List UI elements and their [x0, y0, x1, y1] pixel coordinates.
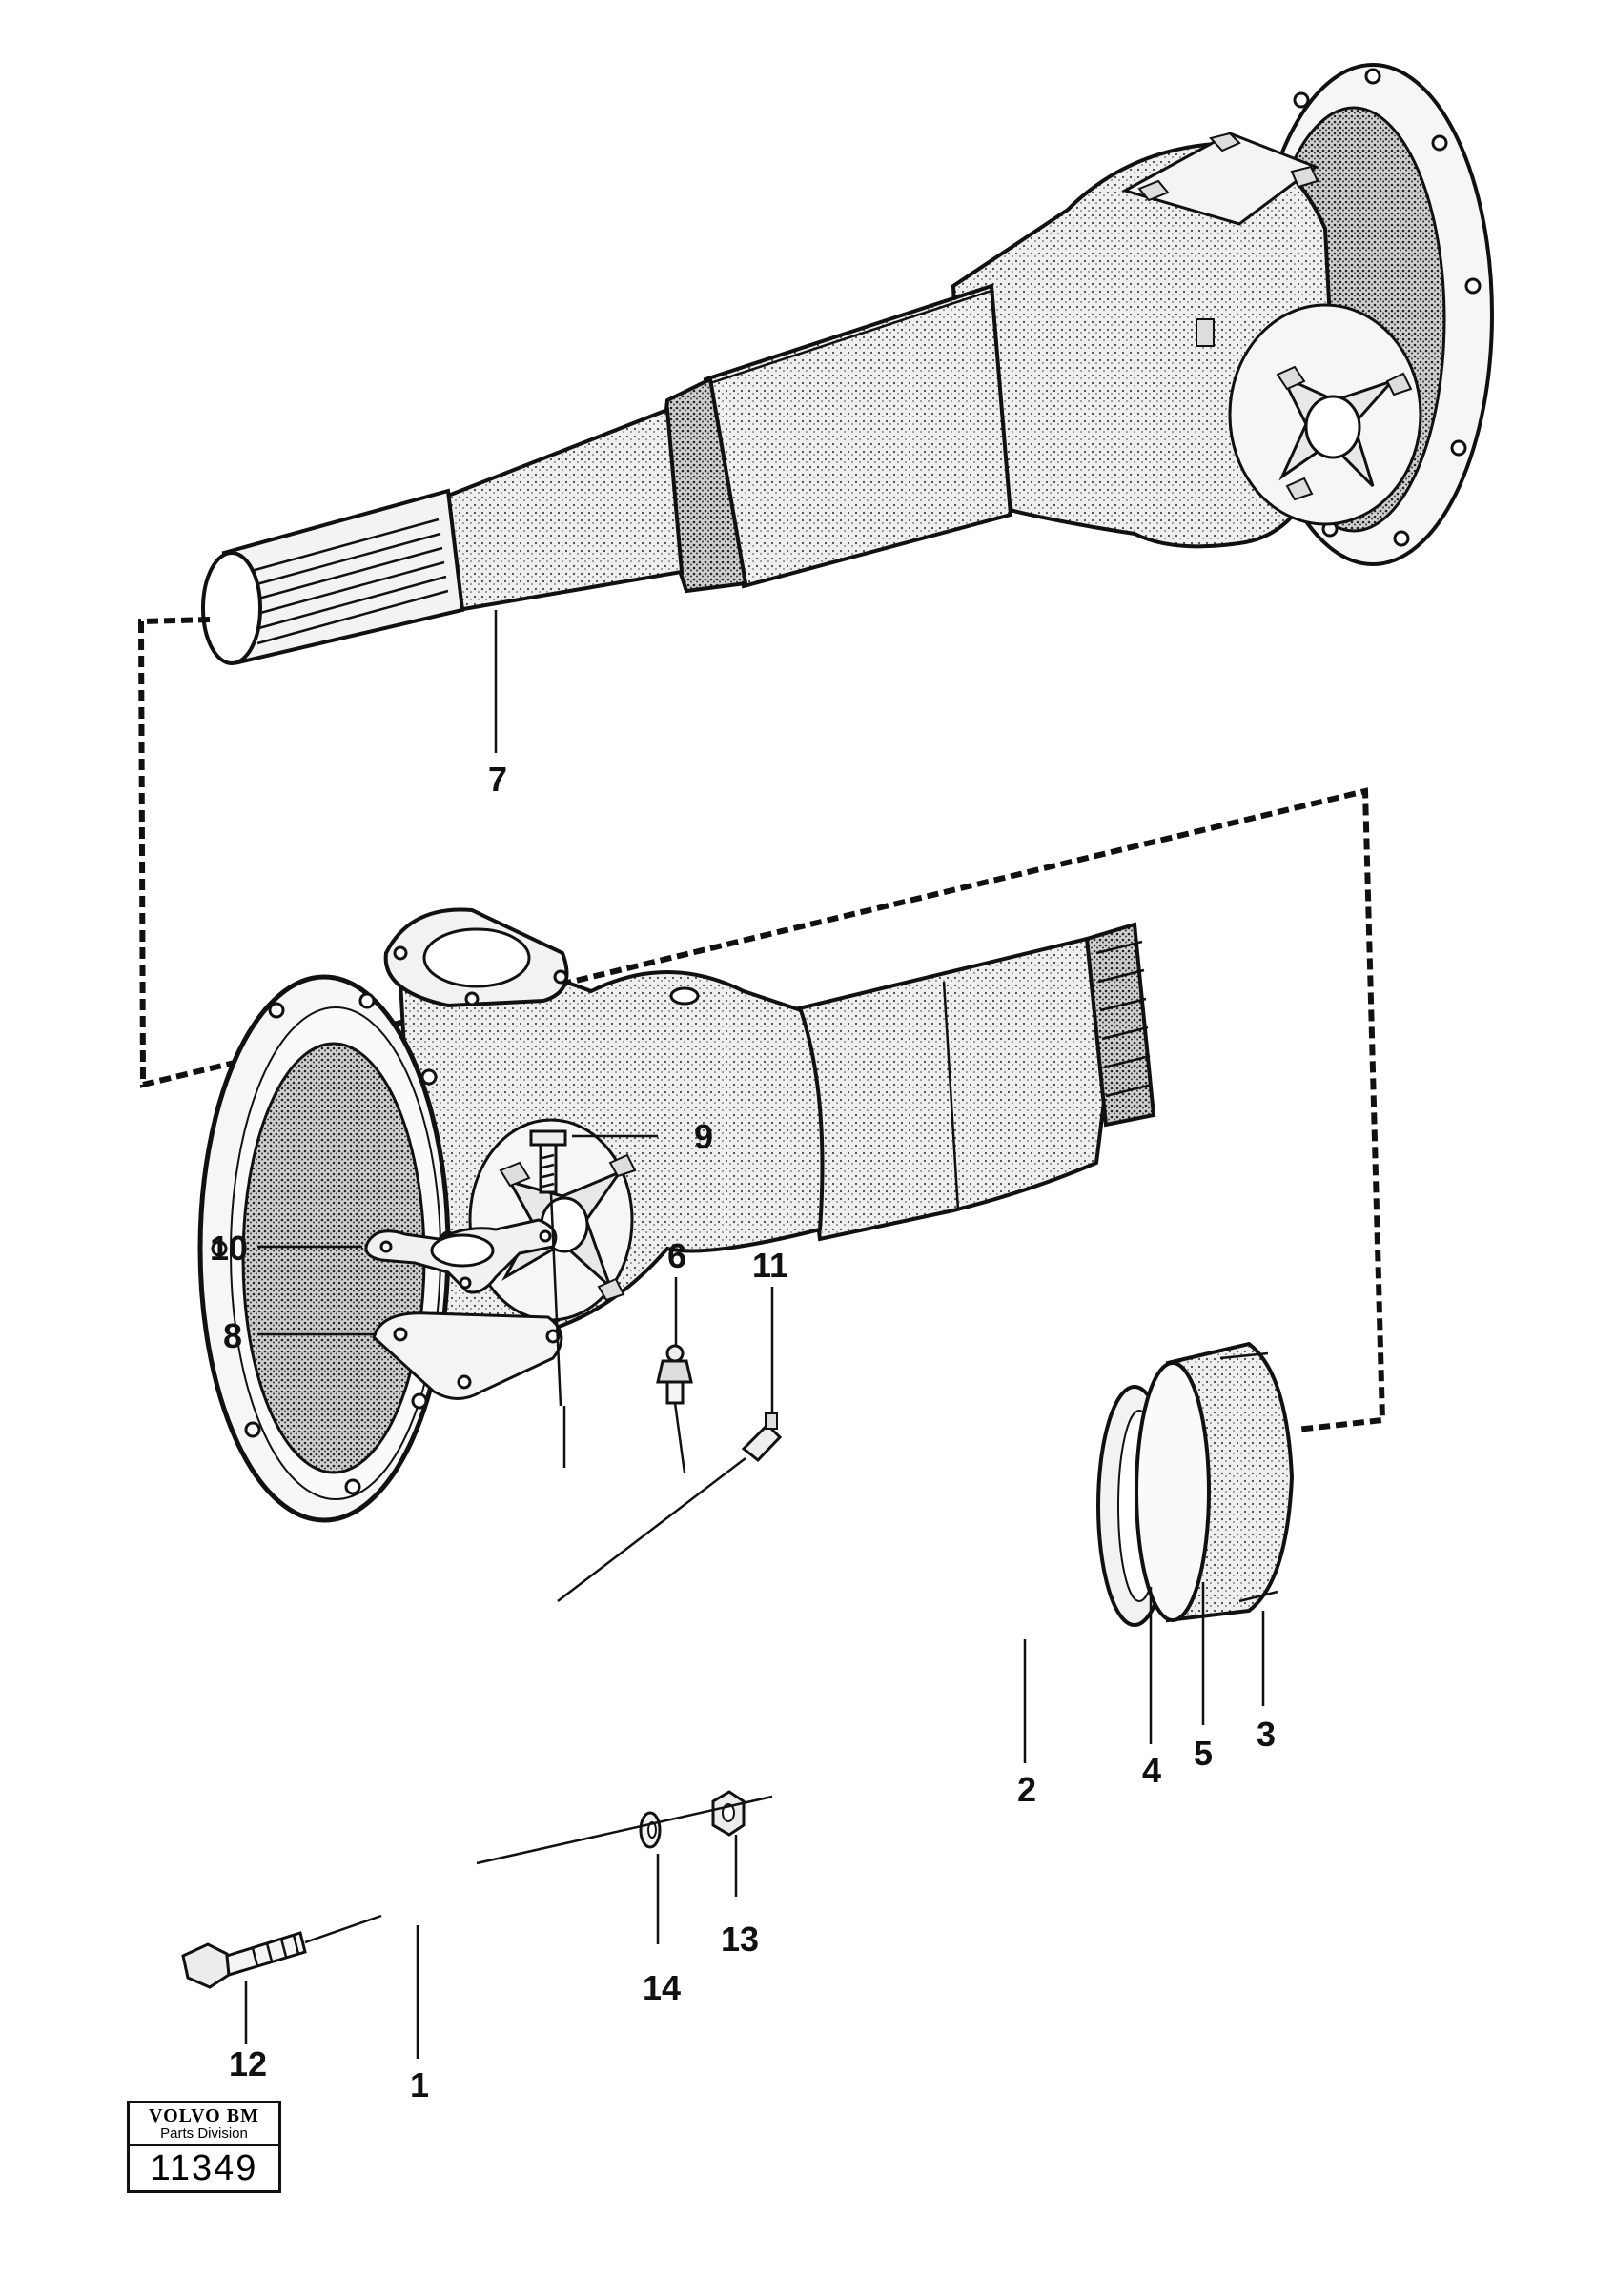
spline-grooves: [247, 518, 449, 645]
callout-7: 7: [488, 760, 507, 799]
round-nut-icon: [1135, 1341, 1295, 1623]
lock-plate-icon: [364, 1218, 558, 1294]
yoke-top-cap: [1121, 132, 1319, 226]
callout-6: 6: [667, 1236, 686, 1275]
housing-thread: [1084, 922, 1156, 1128]
callout-8: 8: [223, 1316, 242, 1355]
shaft-spline: [221, 488, 465, 665]
bolt-icon: [529, 1129, 567, 1194]
callout-12: 12: [229, 2044, 267, 2083]
shaft-flange-bolt-holes: [1293, 68, 1482, 547]
shaft-stem: [445, 407, 685, 613]
division-label: Parts Division: [127, 2126, 281, 2144]
callout-13: 13: [721, 1920, 759, 1959]
grease-nipple-icon: [656, 1344, 693, 1405]
shaft-end-face: [201, 551, 262, 665]
cover-plate-icon: [372, 1311, 563, 1400]
callout-11: 11: [752, 1246, 788, 1285]
shaft-tube: [703, 283, 1013, 589]
callout-5: 5: [1194, 1734, 1213, 1773]
shaft-assembly-icon: [201, 63, 1494, 665]
washer-icon: [639, 1811, 662, 1849]
hex-nut-icon: [711, 1790, 746, 1837]
callout-10: 10: [210, 1229, 248, 1268]
assembly-dashed-lines: [137, 617, 1386, 1432]
callout-14: 14: [643, 1968, 681, 2007]
axle-housing-icon: [197, 907, 1156, 1523]
assembly-line-bolt: [549, 1192, 562, 1407]
assembly-line-nut: [476, 1795, 773, 1865]
drawing-number: 11349: [127, 2144, 281, 2193]
callout-4: 4: [1142, 1751, 1161, 1790]
callout-2: 2: [1017, 1770, 1036, 1809]
brand-label: VOLVO BM: [127, 2101, 281, 2126]
parts-division-badge: VOLVO BM Parts Division 11349: [127, 2101, 281, 2193]
callout-3: 3: [1257, 1715, 1276, 1754]
angled-grease-nipple-icon: [741, 1412, 783, 1463]
callout-9: 9: [694, 1117, 713, 1156]
callout-1: 1: [410, 2065, 429, 2104]
hex-bolt-icon: [181, 1931, 307, 1989]
